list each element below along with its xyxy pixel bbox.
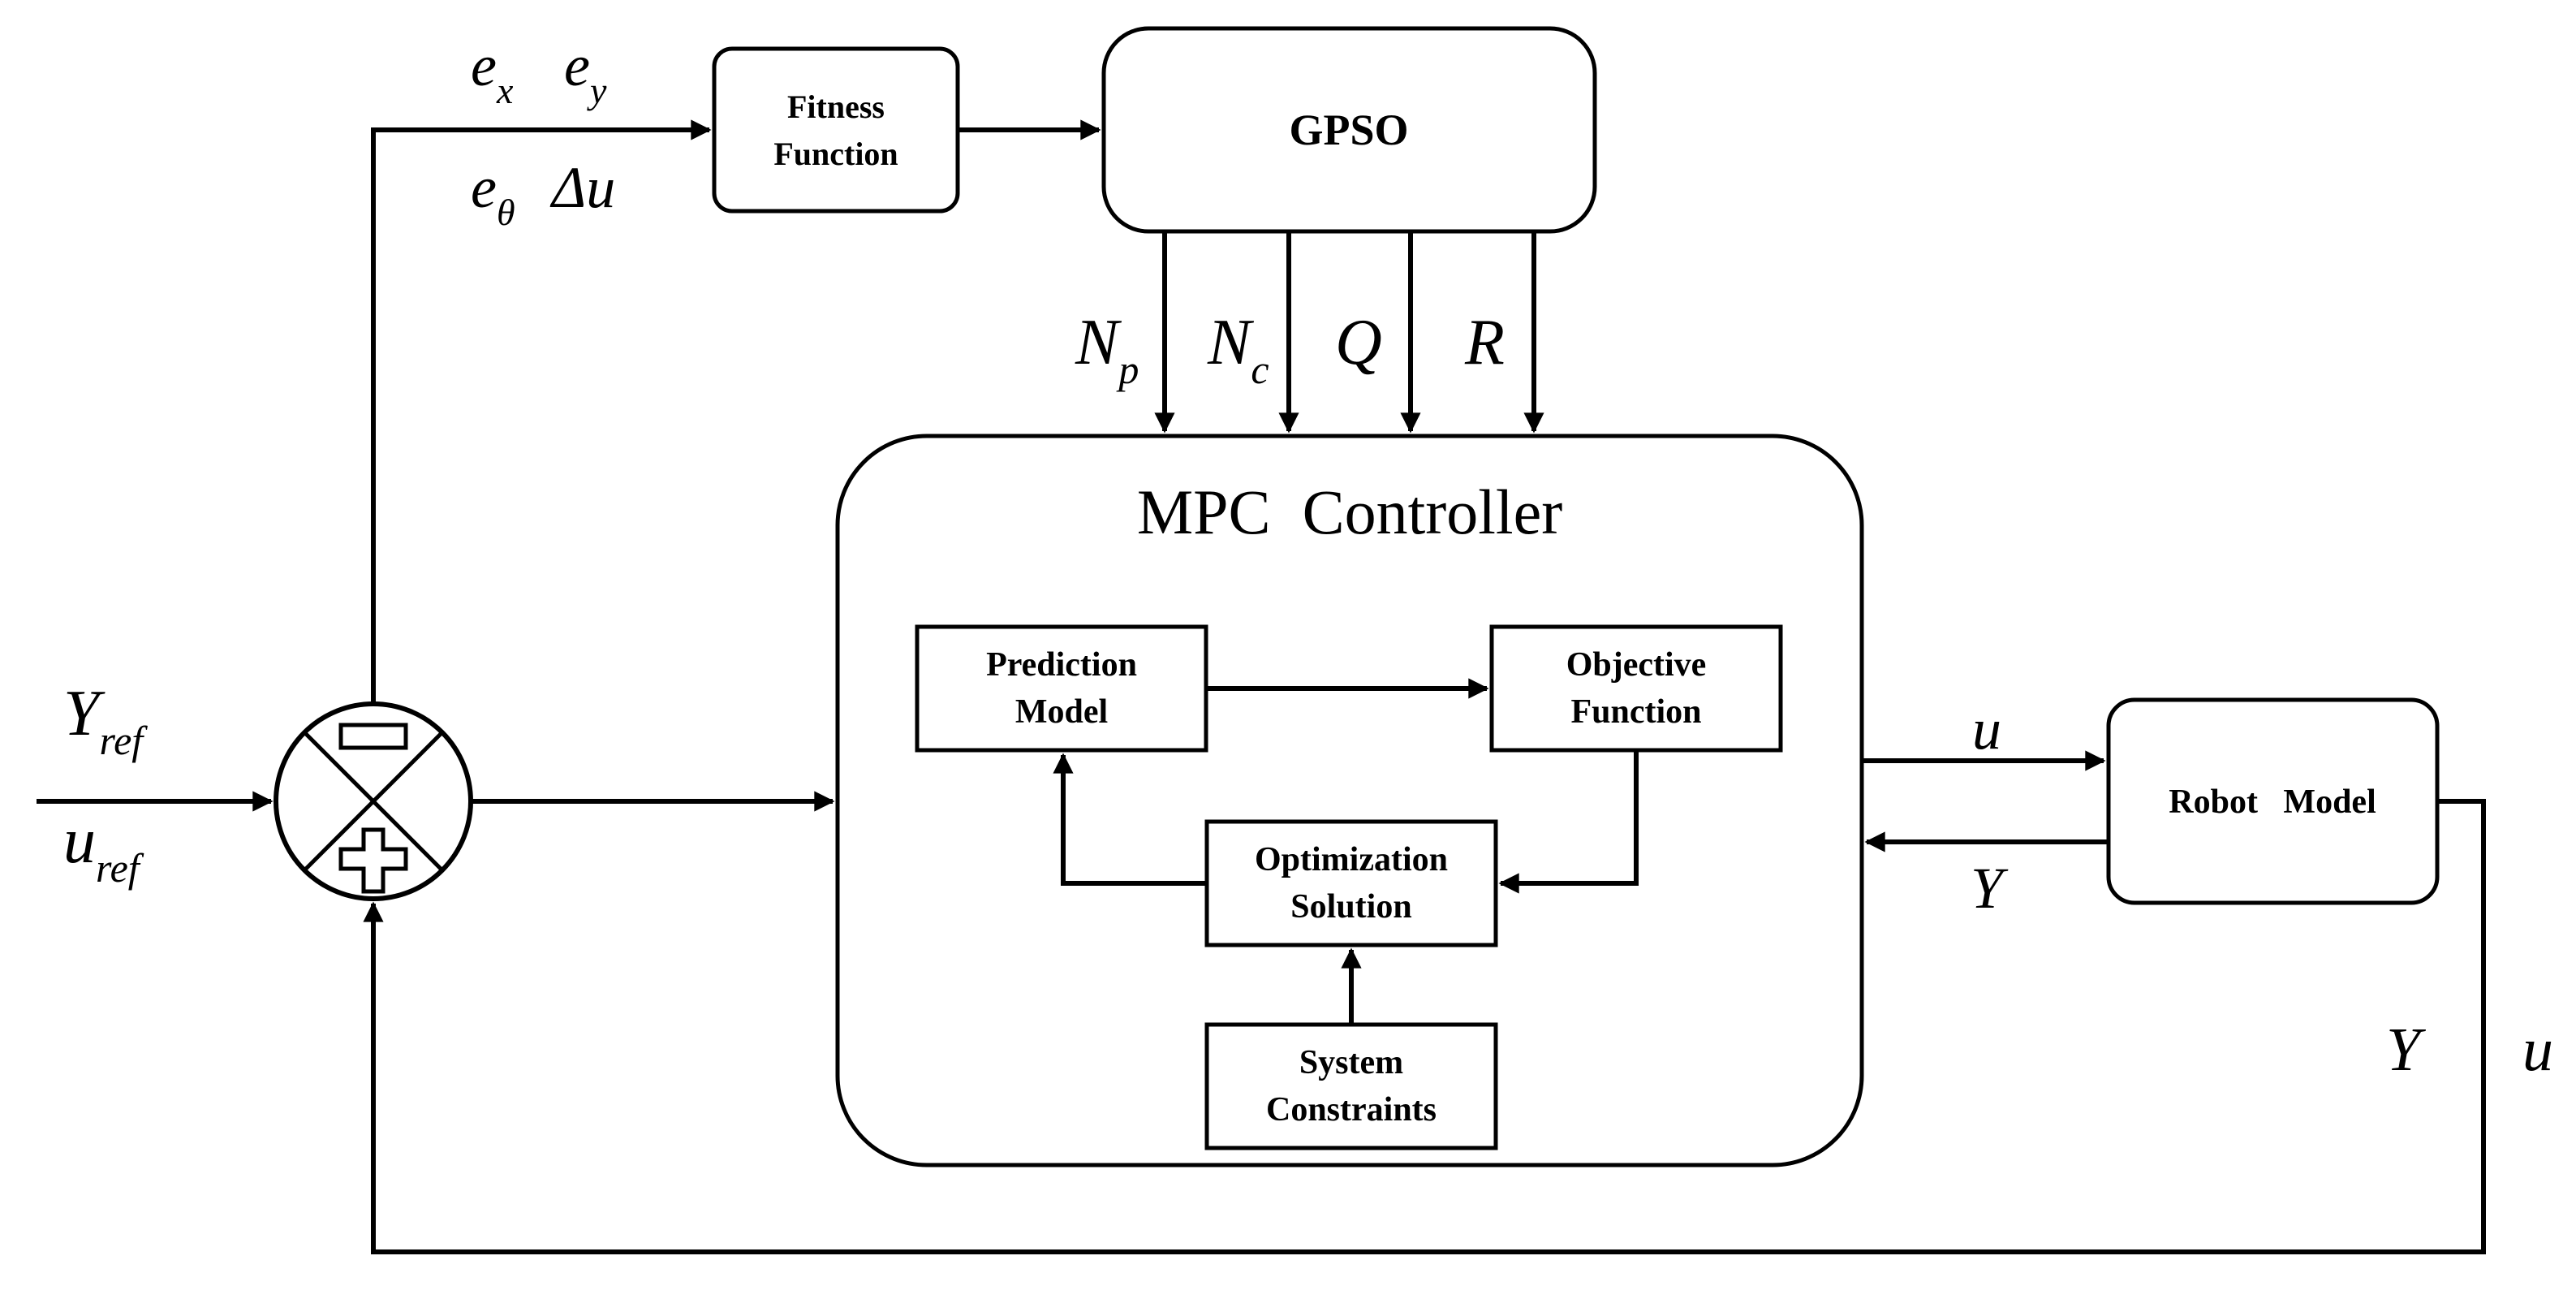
prediction-model-label-line1: Prediction [986,646,1137,684]
error-x-label: ex [471,33,514,111]
mpc-controller-box [835,434,1864,1167]
error-to-fitness-arrow [371,119,712,704]
optimization-solution-box [1204,819,1498,947]
r-label: R [1464,307,1505,378]
u-feedback-label: u [2522,1016,2553,1084]
system-constraints-label-line1: System [1299,1044,1403,1081]
objective-function-label-line1: Objective [1566,646,1707,684]
fitness-function-label-line1: Fitness [787,88,885,125]
gpso-box [1101,26,1597,234]
objective-to-optimization-arrow [1498,750,1639,894]
error-y-label: ey [564,33,607,111]
objective-function-box [1489,624,1783,753]
system-constraints-box [1204,1022,1498,1150]
optimization-solution-label-line2: Solution [1290,888,1411,926]
system-constraints-label-line2: Constraints [1266,1091,1437,1129]
q-label: Q [1335,307,1382,378]
gpso-label: GPSO [1289,106,1408,154]
prediction-model-label-line2: Model [1015,693,1108,731]
objective-function-label-line2: Function [1570,693,1701,731]
u-ref-label: uref [63,805,144,891]
fitness-function-label-line2: Function [773,136,898,172]
delta-u-label: Δu [549,155,615,220]
summing-junction [274,701,473,901]
mpc-controller-title: MPC Controller [1137,477,1562,547]
y-feedback-label: Y [2386,1016,2427,1084]
optimization-to-prediction-arrow [1053,753,1207,886]
u-output-label: u [1972,697,2001,762]
minus-sign-icon [338,723,408,750]
y-return-label: Y [1971,856,2009,921]
fitness-function-box [712,46,960,214]
error-theta-label: eθ [471,155,515,233]
np-label: Np [1075,307,1139,392]
feedback-loop-arrow [363,799,2486,1254]
plus-sign-icon [338,827,408,894]
robot-model-label: Robot Model [2169,783,2376,821]
nc-label: Nc [1207,307,1269,392]
prediction-model-box [915,624,1208,753]
optimization-solution-label-line1: Optimization [1255,841,1448,878]
y-ref-label: Yref [63,678,148,763]
